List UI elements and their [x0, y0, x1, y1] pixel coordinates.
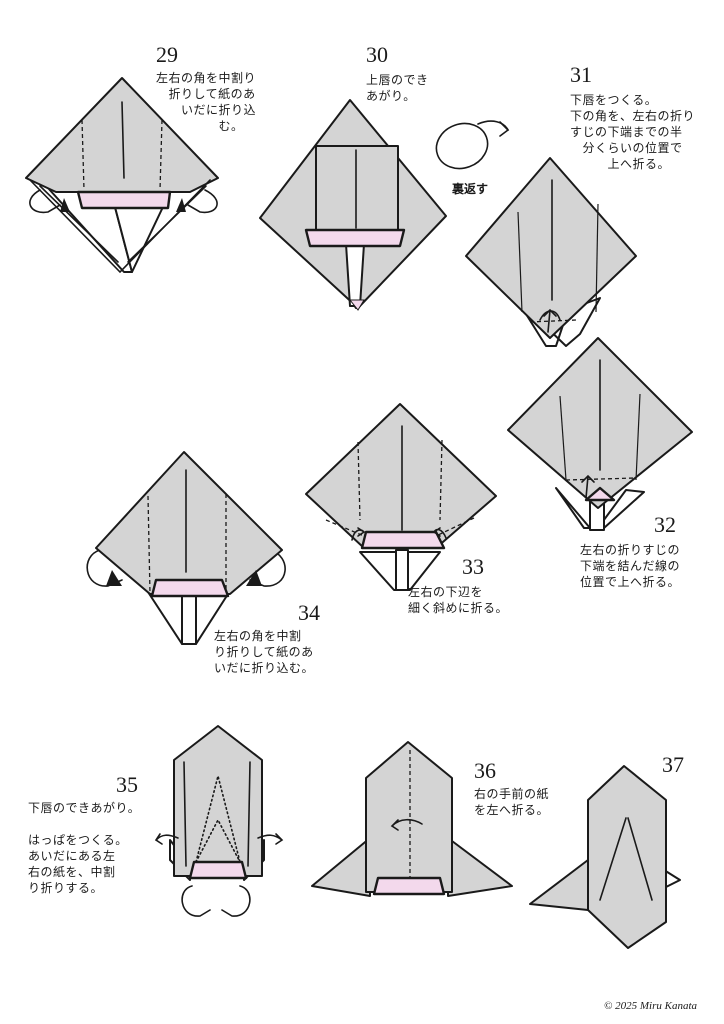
step-32-instruction: 左右の折りすじの 下端を結んだ線の 位置で上へ折る。 — [580, 543, 681, 589]
step-30-instruction: 上唇のでき あがり。 — [366, 73, 429, 103]
step-36-instruction: 右の手前の紙 を左へ折る。 — [474, 787, 550, 817]
step-29-instruction: 左右の角を中割り 折りして紙のあ いだに折り込 む。 — [156, 71, 257, 133]
diagram-step-35 — [154, 725, 284, 917]
step-36-number: 36 — [474, 758, 496, 783]
step-31-number: 31 — [570, 62, 592, 87]
step-37-number: 37 — [662, 752, 684, 777]
turn-over-icon — [435, 120, 510, 170]
diagram-step-37 — [529, 765, 681, 949]
diagram-step-29 — [25, 77, 219, 274]
step-33-number: 33 — [462, 554, 484, 579]
diagram-step-33 — [305, 403, 497, 591]
step-31-instruction: 下唇をつくる。 下の角を、左右の折り すじの下端までの半 分くらいの位置で 上へ… — [570, 93, 696, 171]
step-35-instruction: 下唇のできあがり。 はっぱをつくる。 あいだにある左 右の紙を、中割 り折りする… — [28, 801, 141, 895]
diagram-step-34 — [86, 451, 286, 645]
diagram-step-30 — [259, 99, 447, 311]
diagram-step-31 — [465, 157, 637, 347]
step-32-number: 32 — [654, 512, 676, 537]
diagram-step-32 — [507, 337, 693, 531]
turn-over-label: 裏返す — [452, 182, 489, 196]
diagram-step-36 — [311, 741, 513, 897]
step-35-number: 35 — [116, 772, 138, 797]
copyright: © 2025 Miru Kanata — [604, 1000, 698, 1012]
step-34-instruction: 左右の角を中割 り折りして紙のあ いだに折り込む。 — [214, 629, 315, 675]
step-33-instruction: 左右の下辺を 細く斜めに折る。 — [408, 585, 509, 615]
step-34-number: 34 — [298, 600, 320, 625]
step-29-number: 29 — [156, 42, 178, 67]
step-30-number: 30 — [366, 42, 388, 67]
